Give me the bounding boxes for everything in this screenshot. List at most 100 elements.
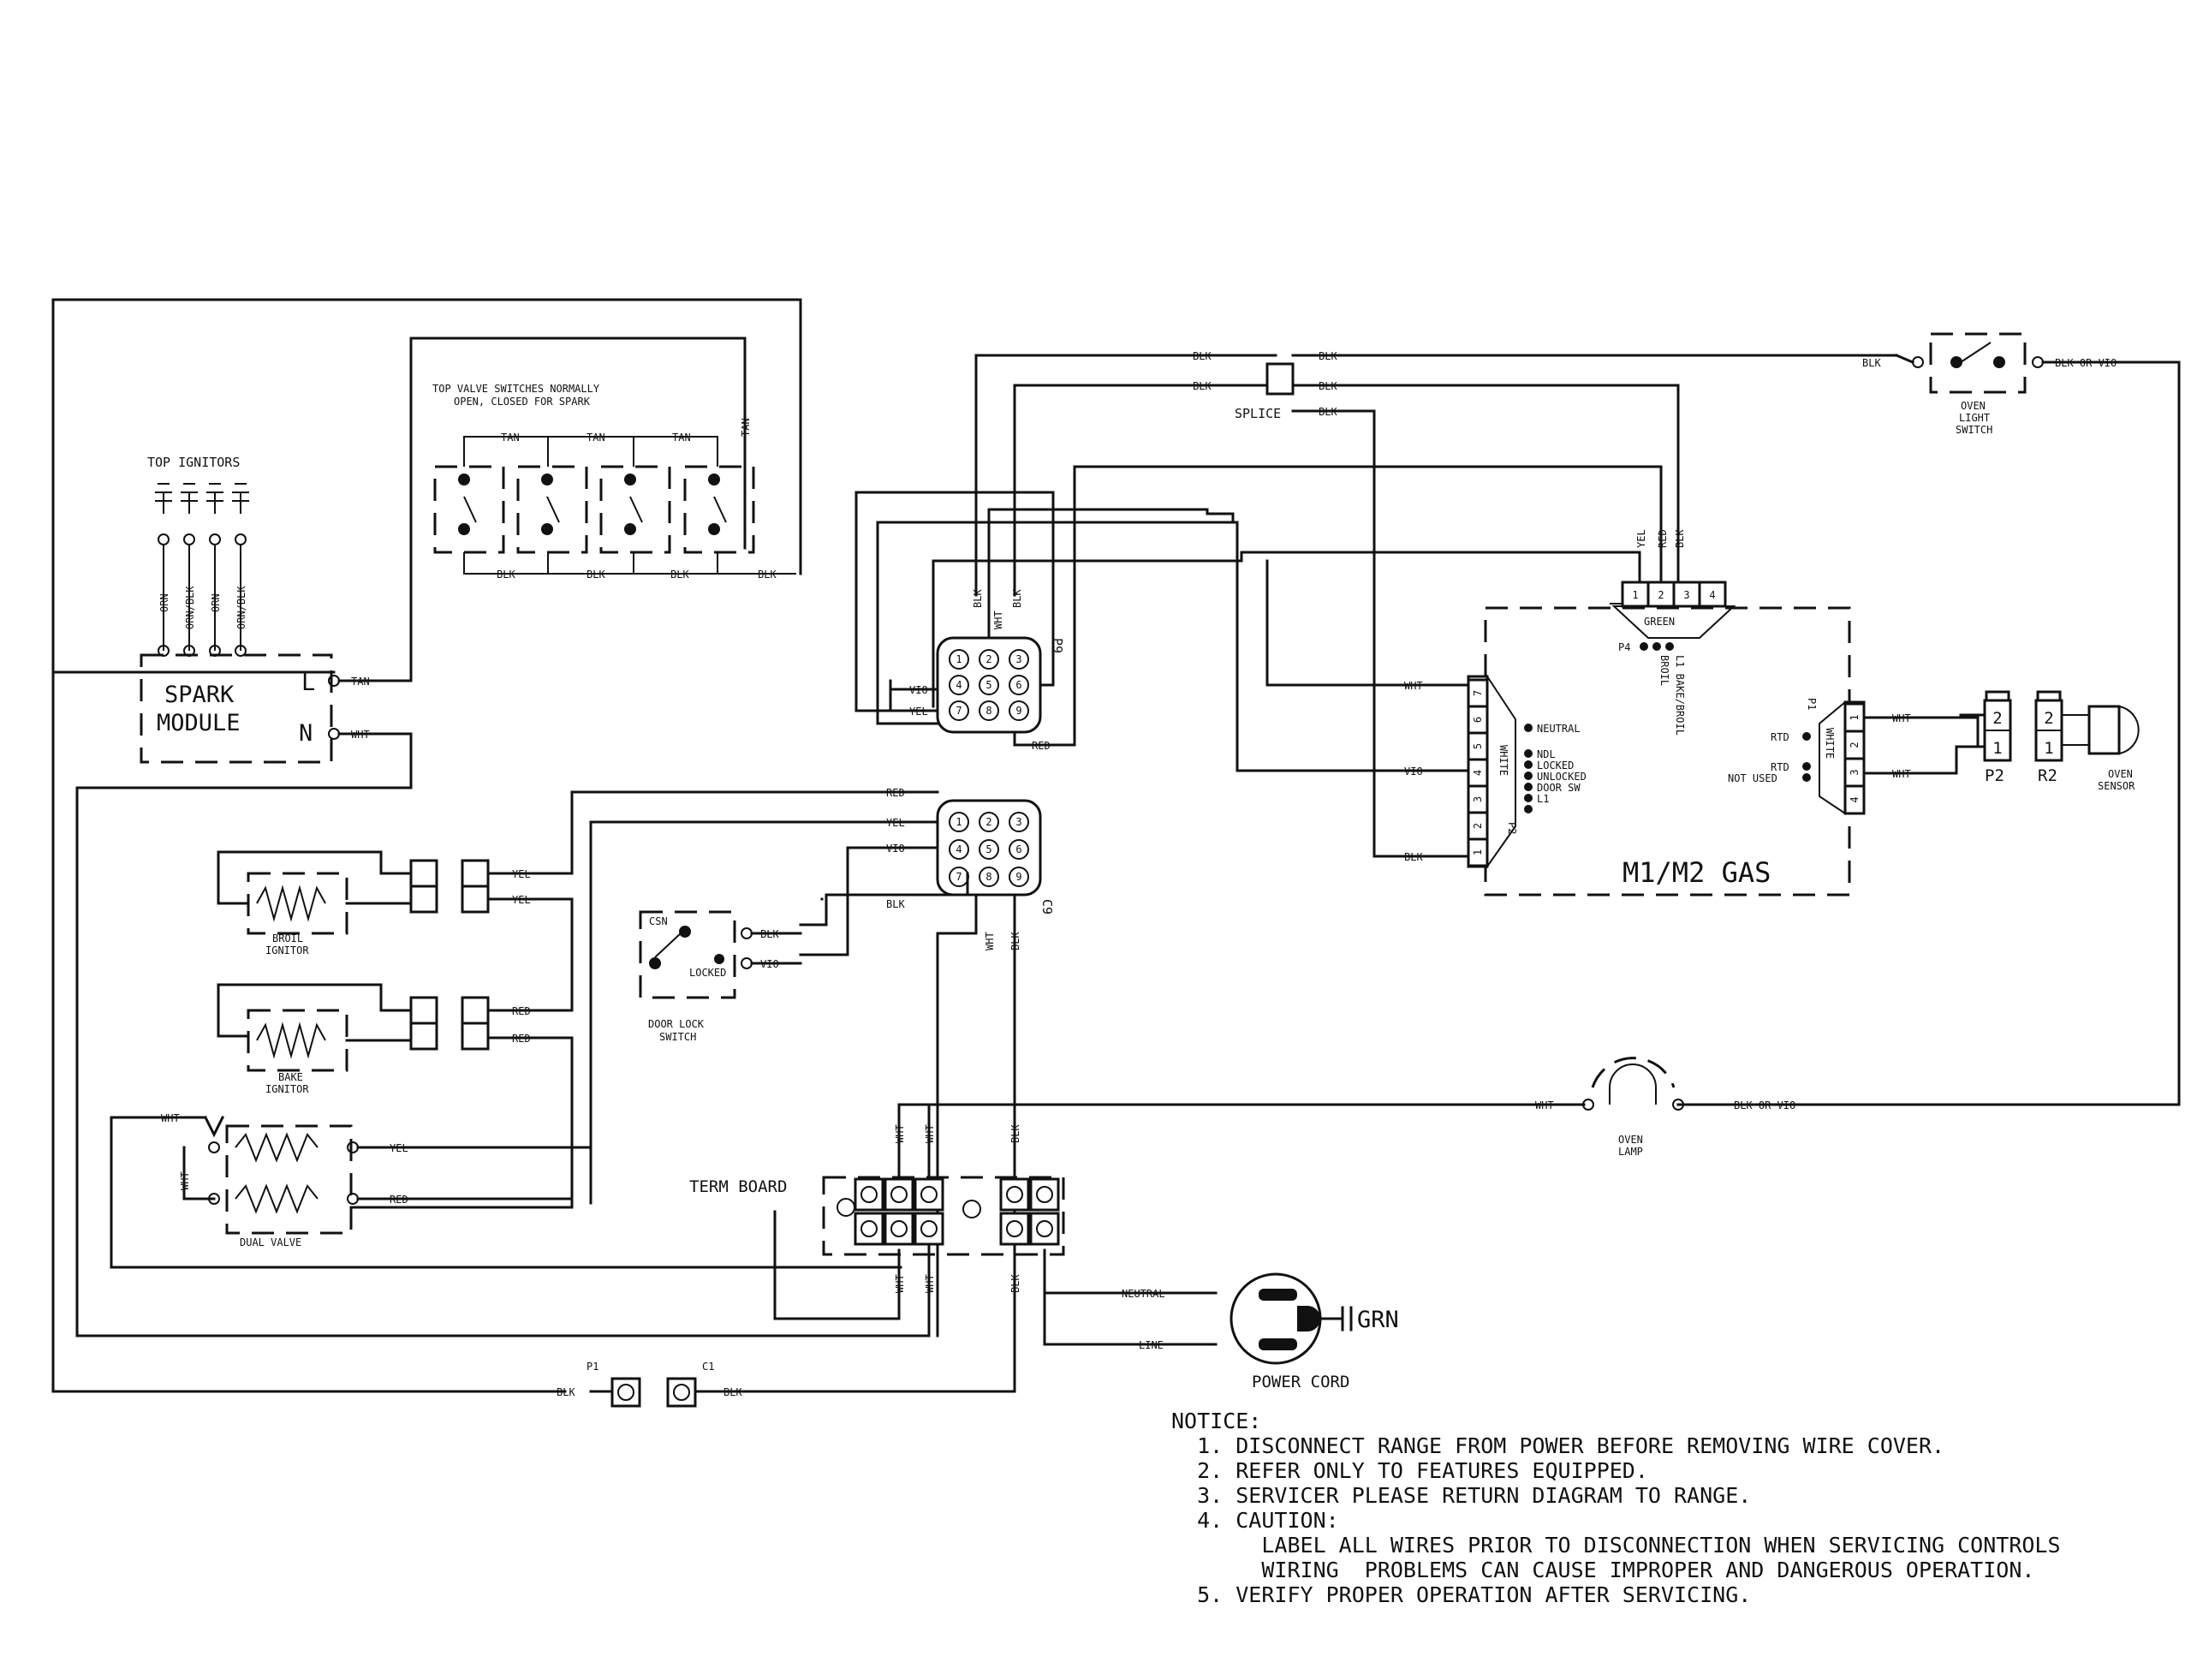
- dual-valve-label: DUAL VALVE: [240, 1236, 301, 1248]
- wire-wht-rtd2: WHT: [1892, 768, 1911, 780]
- wire-blk-or-vio-lamp: BLK OR VIO: [1734, 1099, 1795, 1111]
- broil-ignitor: YEL YEL BROIL IGNITOR: [217, 790, 574, 995]
- rtd-white-label: WHITE: [1824, 728, 1836, 759]
- green-label: GREEN: [1644, 616, 1675, 628]
- p9-pin-5: 5: [985, 679, 991, 691]
- green-pin-1-cell: [1621, 581, 1650, 608]
- c9-pin-3-circle: [1009, 812, 1029, 832]
- p2-label: P2: [1985, 766, 2004, 785]
- p9-pin-3: 3: [1015, 653, 1021, 665]
- white-pin-3: 3: [1472, 796, 1484, 802]
- not-used-label: NOT USED: [1728, 772, 1777, 784]
- notice-item-3: 3. SERVICER PLEASE RETURN DIAGRAM TO RAN…: [1171, 1483, 1752, 1508]
- p9-pin-8-circle: [979, 700, 999, 721]
- wire-blk-v1: BLK: [497, 569, 515, 581]
- splice-label: SPLICE: [1235, 406, 1281, 421]
- bake-ignitor-label-1: BAKE: [278, 1071, 303, 1083]
- wire-orn-2: ORN: [210, 593, 222, 612]
- wire-wht-tb2: WHT: [924, 1124, 936, 1143]
- green-pin-3: 3: [1683, 589, 1689, 601]
- r2-pin-1: 1: [2044, 739, 2053, 758]
- dls-label-1: DOOR LOCK: [648, 1018, 705, 1030]
- c9-pin-4-circle: [949, 839, 969, 860]
- wire-blk-c1: BLK: [723, 1386, 742, 1398]
- p9-pin-2-circle: [979, 649, 999, 670]
- dual-valve: WHT WHT YEL RED DUAL VALVE: [110, 1112, 902, 1269]
- broil-ignitor-label-1: BROIL: [272, 932, 303, 944]
- green-pin-4-cell: [1698, 581, 1727, 608]
- wire-orn-1: ORN: [158, 593, 170, 612]
- dls-label-2: SWITCH: [659, 1031, 696, 1043]
- p9-pin-4: 4: [956, 679, 962, 691]
- unlocked-pin: UNLOCKED: [1537, 771, 1587, 783]
- wire-wht-n: WHT: [351, 729, 370, 741]
- p9-pin-6-circle: [1009, 675, 1029, 695]
- term-board-screw: [890, 1220, 908, 1237]
- green-pin-2-cell: [1646, 581, 1676, 608]
- p9-pin-9: 9: [1015, 705, 1021, 717]
- green-pin-3-cell: [1672, 581, 1701, 608]
- p2-pin-1: 1: [1992, 739, 2002, 758]
- term-board: TERM BOARD WHT WHT BLK WHT WHT BLK NEUTR…: [689, 1103, 1218, 1393]
- wire-tan-v4: TAN: [740, 418, 752, 437]
- term-board-terminal: [914, 1212, 944, 1246]
- wire-red-bake-1: RED: [512, 1005, 531, 1017]
- broil-ignitor-label-2: IGNITOR: [265, 944, 309, 956]
- wire-blk-white: BLK: [1404, 851, 1423, 863]
- notice-title: NOTICE:: [1171, 1409, 1262, 1433]
- notice-item-1: 1. DISCONNECT RANGE FROM POWER BEFORE RE…: [1171, 1433, 1945, 1458]
- oven-lamp-label-2: LAMP: [1618, 1146, 1643, 1158]
- p9-pin-7-circle: [949, 700, 969, 721]
- wire-yel-p9: YEL: [909, 706, 928, 718]
- wire-neutral: NEUTRAL: [1122, 1288, 1165, 1300]
- c9-label: C9: [1039, 899, 1055, 914]
- p2-conn-label: P2: [1506, 822, 1518, 834]
- term-board-label: TERM BOARD: [689, 1177, 787, 1196]
- term-board-terminal: [999, 1177, 1030, 1212]
- wire-red-green: RED: [1657, 529, 1669, 548]
- wire-blk-t2: BLK: [1193, 380, 1212, 392]
- l1-bake-broil-label: L1 BAKE/BROIL: [1674, 655, 1686, 736]
- green-pin-2: 2: [1658, 589, 1664, 601]
- oven-lamp: WHT BLK OR VIO OVEN LAMP: [897, 1057, 1795, 1158]
- ndl-pin: NDL: [1537, 748, 1556, 760]
- wire-blk-green: BLK: [1674, 529, 1686, 548]
- r2-label: R2: [2038, 766, 2057, 785]
- top-ignitors: TOP IGNITORS ORN ORN/BLK ORN ORN/BLK: [147, 455, 249, 657]
- notice-item-2: 2. REFER ONLY TO FEATURES EQUIPPED.: [1171, 1458, 1648, 1483]
- wire-vio-dls: VIO: [760, 958, 779, 970]
- term-board-screw: [1036, 1186, 1053, 1203]
- rtd-pin-1: 1: [1849, 714, 1861, 720]
- notice-item-4: 4. CAUTION:: [1171, 1508, 1339, 1533]
- ols-label-3: SWITCH: [1956, 424, 1992, 436]
- c9-pin-6: 6: [1015, 843, 1021, 855]
- p4-label: P4: [1618, 641, 1630, 653]
- wire-blk-or-vio-ols: BLK OR VIO: [2055, 357, 2117, 369]
- wire-yel-green: YEL: [1635, 529, 1647, 548]
- door-sw-pin: DOOR SW: [1537, 782, 1581, 794]
- bake-ignitor: RED RED BAKE IGNITOR: [217, 820, 592, 1209]
- c9-pin-9-circle: [1009, 867, 1029, 887]
- c9-pin-6-circle: [1009, 839, 1029, 860]
- white-pin-7: 7: [1472, 690, 1484, 696]
- white-pin-4: 4: [1472, 770, 1484, 776]
- term-board-screw: [920, 1220, 938, 1237]
- wire-wht-dv1: WHT: [161, 1112, 180, 1124]
- wire-blk-v3: BLK: [670, 569, 689, 581]
- term-board-terminal: [884, 1177, 914, 1212]
- locked-pin: LOCKED: [1537, 760, 1574, 771]
- c9-pin-5: 5: [985, 843, 991, 855]
- ols-label-2: LIGHT: [1959, 412, 1990, 424]
- term-board-screw: [860, 1186, 878, 1203]
- p1-conn-label: P1: [1806, 698, 1818, 710]
- wire-line: LINE: [1139, 1339, 1164, 1351]
- wire-blk-t4: BLK: [1319, 380, 1337, 392]
- term-board-terminal: [1029, 1177, 1060, 1212]
- wire-wht-tb3: WHT: [894, 1274, 906, 1293]
- wire-orn-blk-2: ORN/BLK: [235, 586, 247, 629]
- rtd-pin-3: 3: [1849, 769, 1861, 775]
- term-board-terminal: [914, 1177, 944, 1212]
